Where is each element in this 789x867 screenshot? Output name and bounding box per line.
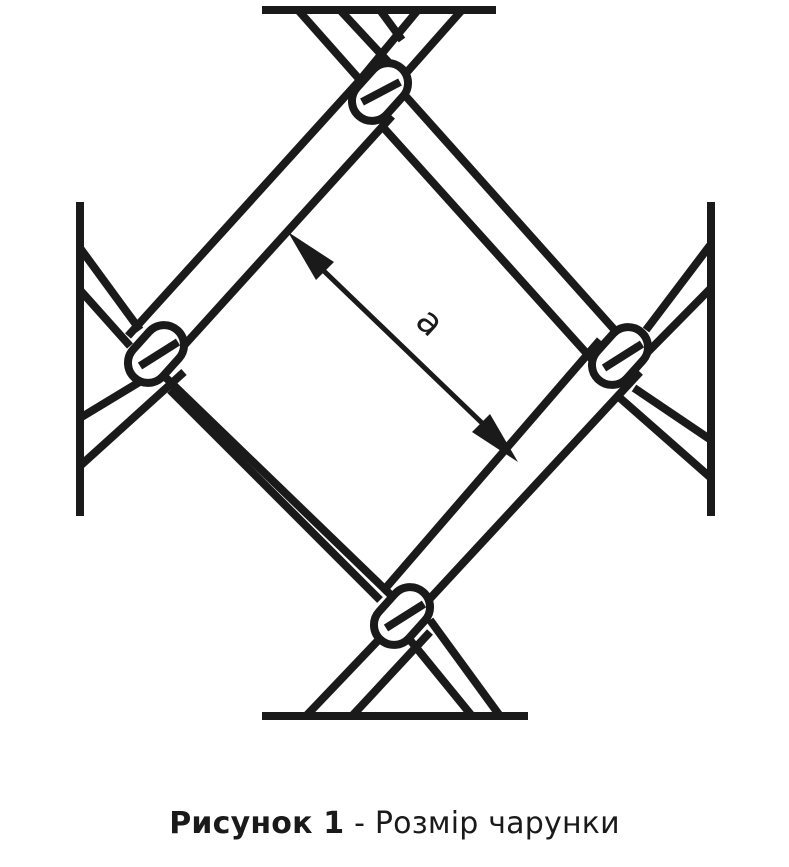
wire-upper-left: [125, 77, 395, 375]
wire-lower-left: [157, 369, 399, 603]
knot-top: [347, 59, 413, 125]
knot-bottom: [369, 583, 435, 649]
wire-lower-right: [380, 337, 643, 621]
caption-separator: -: [344, 806, 375, 841]
dimension-arrow-end: [472, 414, 518, 462]
figure-caption: Рисунок 1 - Розмір чарунки: [0, 806, 789, 841]
figure-number: Рисунок 1: [169, 806, 345, 841]
caption-text: Розмір чарунки: [374, 806, 620, 841]
knot-right: [587, 323, 653, 389]
dimension-label: a: [408, 300, 452, 345]
dimension-arrow-start: [288, 232, 334, 280]
knot-left: [123, 321, 189, 387]
wire-bottom-extensions: [303, 617, 504, 719]
mesh-cell-diagram: a: [76, 6, 715, 720]
dimension-line: [298, 246, 510, 450]
wire-upper-right: [379, 89, 623, 369]
